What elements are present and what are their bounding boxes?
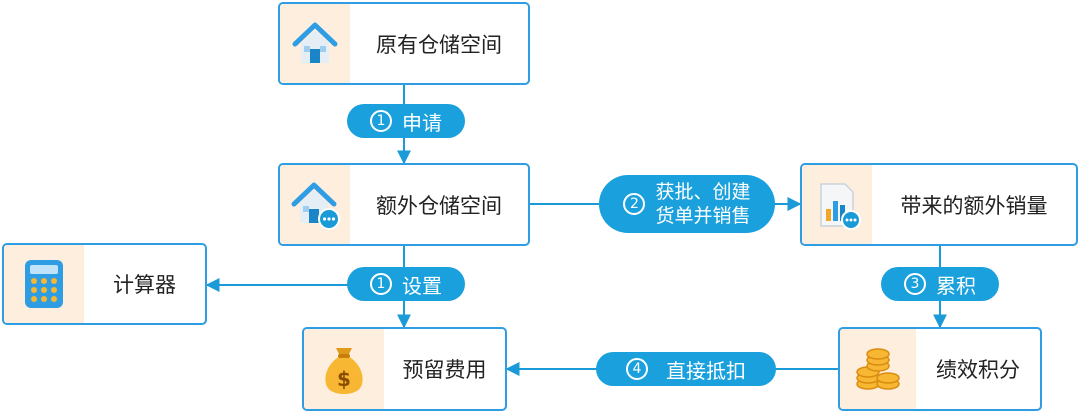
step-number-badge: 3 (904, 273, 926, 295)
edge-label-text: 设置 (402, 273, 442, 298)
node-extra-sales: 带来的额外销量 (800, 163, 1078, 246)
edge-deduct-label: 4 直接抵扣 (596, 352, 776, 386)
node-reserve-fee: $ 预留费用 (302, 327, 507, 411)
step-number-badge: 1 (370, 110, 392, 132)
node-label: 计算器 (113, 273, 176, 297)
edge-approve-label: 2 获批、创建 货单并销售 (599, 175, 775, 233)
node-label: 带来的额外销量 (900, 193, 1048, 218)
edge-accumulate-label: 3 累积 (881, 267, 999, 301)
edge-setup-label: 1 设置 (347, 267, 465, 301)
bar-chart-doc-icon (802, 165, 872, 244)
edge-label-text: 获批、创建 货单并销售 (655, 180, 750, 228)
house-chat-icon (280, 165, 350, 244)
node-original-storage: 原有仓储空间 (278, 2, 530, 85)
step-number-badge: 2 (623, 193, 646, 215)
coins-stack-icon (840, 329, 916, 409)
calculator-icon (4, 245, 84, 323)
node-label: 绩效积分 (936, 358, 1020, 382)
edge-label-text: 累积 (936, 273, 976, 298)
step-number-badge: 4 (626, 358, 648, 380)
house-icon (280, 4, 350, 83)
node-performance-points: 绩效积分 (838, 327, 1042, 411)
money-bag-icon: $ (304, 329, 384, 409)
edge-apply-label: 1 申请 (347, 104, 465, 138)
edge-label-text: 直接抵扣 (666, 358, 746, 383)
node-label: 额外仓储空间 (376, 193, 502, 218)
node-label: 预留费用 (402, 358, 487, 382)
node-label: 原有仓储空间 (376, 32, 502, 57)
node-extra-storage: 额外仓储空间 (278, 163, 530, 246)
edge-label-text: 申请 (402, 110, 442, 135)
svg-text:$: $ (337, 367, 351, 391)
edge-label-line-2: 货单并销售 (655, 205, 751, 227)
node-calculator: 计算器 (2, 243, 207, 325)
edge-label-line-1: 获批、创建 (655, 181, 751, 203)
step-number-badge: 1 (370, 273, 392, 295)
